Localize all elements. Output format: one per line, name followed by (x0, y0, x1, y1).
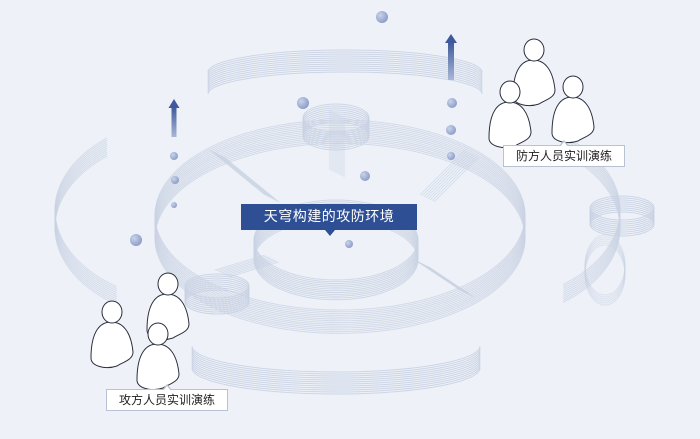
floating-dot (360, 171, 370, 181)
arrow-head (445, 34, 457, 43)
defender-figure-head (499, 80, 521, 104)
arrow-head (168, 99, 180, 108)
floating-dot (447, 98, 457, 108)
floating-dot (376, 11, 388, 23)
defender-figure (512, 59, 556, 107)
floating-dot (170, 152, 178, 160)
attacker-figure-head (101, 300, 123, 324)
floating-dot (446, 125, 456, 135)
defender-figure-head (523, 38, 545, 62)
floating-dot (345, 240, 353, 248)
upward-arrow (448, 42, 454, 80)
attacker-figure (136, 343, 180, 391)
upward-arrow (171, 107, 177, 137)
defense-training-label: 防方人员实训演练 (503, 140, 625, 167)
floating-dot (297, 97, 309, 109)
ring-spoke (419, 149, 466, 196)
floating-dot (171, 202, 177, 208)
attacker-figure-head (157, 272, 179, 296)
ring-spoke (214, 254, 266, 271)
attacker-figure-head (147, 322, 169, 346)
defender-figure (488, 101, 532, 149)
defender-figure (551, 96, 595, 144)
outer-ring-top (207, 49, 483, 73)
attacker-figure (90, 321, 134, 369)
center-environment-label: 天穹构建的攻防环境 (241, 204, 417, 236)
outer-ring-bottom (191, 345, 481, 373)
defender-figure-head (562, 75, 584, 99)
floating-dot (130, 234, 142, 246)
floating-dot (447, 152, 455, 160)
attack-training-label: 攻方人员实训演练 (106, 384, 228, 411)
floating-dot (171, 176, 179, 184)
